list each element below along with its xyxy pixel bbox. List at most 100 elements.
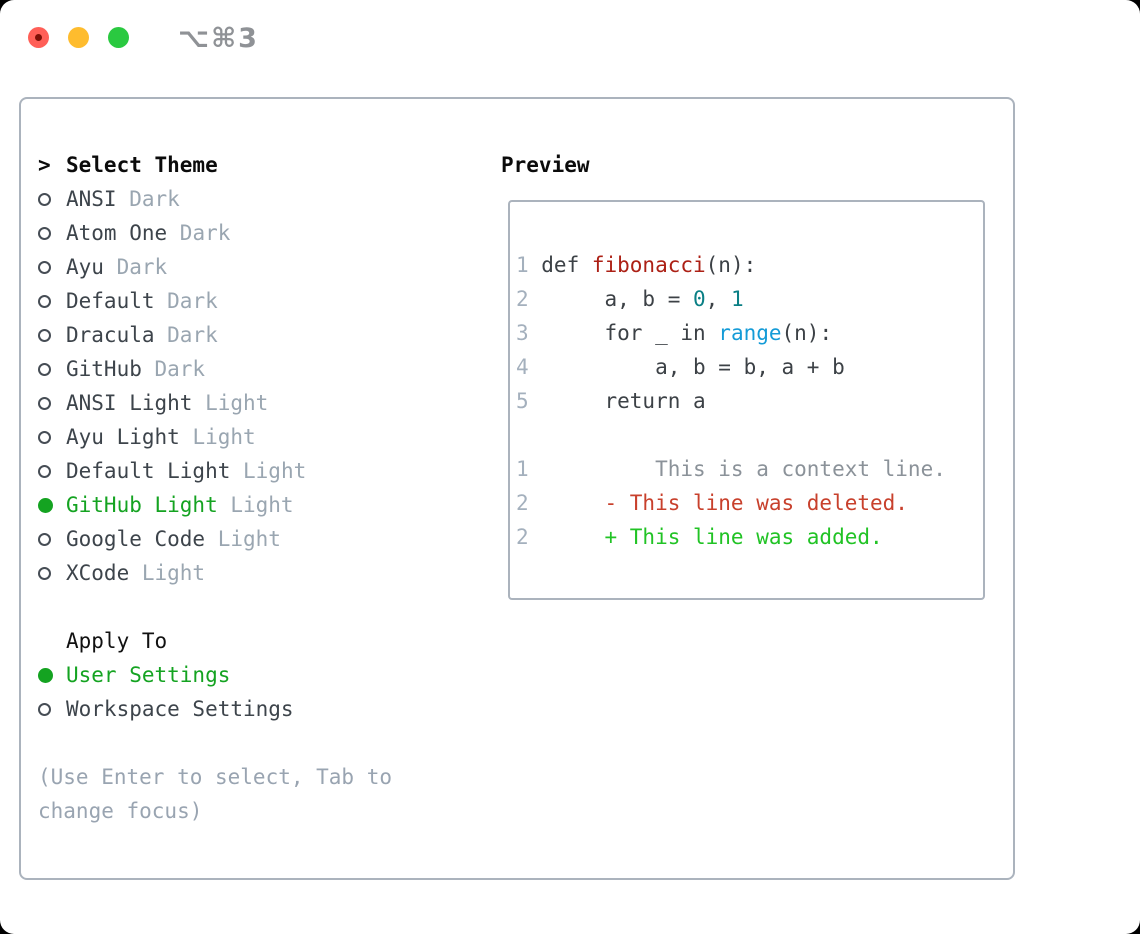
close-dot-icon xyxy=(35,34,42,41)
code-segment-deleted: - This line was deleted. xyxy=(541,491,908,515)
minimize-button[interactable] xyxy=(68,27,89,48)
radio-marker xyxy=(38,430,66,444)
option-label: Default Light Light xyxy=(66,459,306,483)
line-number: 1 xyxy=(516,457,529,481)
theme-variant: Dark xyxy=(167,221,231,245)
theme-variant: Light xyxy=(230,459,307,483)
option-label: ANSI Dark xyxy=(66,187,180,211)
theme-list: ANSI Dark Atom One Dark Ayu Dark Default… xyxy=(38,182,491,590)
code-segment-number: 1 xyxy=(730,287,744,311)
radio-marker xyxy=(38,226,66,240)
theme-variant: Dark xyxy=(154,323,218,347)
theme-option[interactable]: Default Light Light xyxy=(38,454,491,488)
theme-option[interactable]: Google Code Light xyxy=(38,522,491,556)
option-label: Dracula Dark xyxy=(66,323,218,347)
code-segment-builtin: range xyxy=(718,321,782,345)
line-number: 4 xyxy=(516,355,529,379)
code-content: def fibonacci(n): xyxy=(541,253,756,277)
theme-option[interactable]: ANSI Dark xyxy=(38,182,491,216)
theme-option[interactable]: Dracula Dark xyxy=(38,318,491,352)
code-segment-code: def xyxy=(541,253,592,277)
code-line: 2 - This line was deleted. xyxy=(516,486,983,520)
radio-icon xyxy=(38,260,51,274)
radio-icon xyxy=(38,362,51,376)
radio-marker xyxy=(38,464,66,478)
line-number: 5 xyxy=(516,389,529,413)
window-title: ⌥⌘3 xyxy=(178,23,259,54)
radio-icon xyxy=(38,192,51,206)
radio-marker xyxy=(38,396,66,410)
radio-icon xyxy=(38,497,53,513)
radio-marker xyxy=(38,667,66,683)
code-segment-code: return a xyxy=(541,389,706,413)
radio-marker xyxy=(38,294,66,308)
apply-to-option[interactable]: User Settings xyxy=(38,658,491,692)
code-line xyxy=(516,418,983,452)
code-content: + This line was added. xyxy=(541,525,882,549)
select-theme-header-row: > Select Theme xyxy=(38,148,491,182)
theme-name: Ayu Light xyxy=(66,425,180,449)
option-label: User Settings xyxy=(66,663,230,687)
theme-option[interactable]: Atom One Dark xyxy=(38,216,491,250)
theme-name: Default xyxy=(66,289,155,313)
code-segment-added: + This line was added. xyxy=(541,525,883,549)
theme-list-column: > Select Theme ANSI Dark Atom One Dark A… xyxy=(21,99,491,878)
theme-name: Ayu xyxy=(66,255,104,279)
code-line: 5 return a xyxy=(516,384,983,418)
theme-name: Dracula xyxy=(66,323,155,347)
radio-marker xyxy=(38,192,66,206)
close-button[interactable] xyxy=(28,27,49,48)
traffic-lights xyxy=(28,27,148,48)
option-label: GitHub Light Light xyxy=(66,493,294,517)
code-content: return a xyxy=(541,389,705,413)
theme-option[interactable]: XCode Light xyxy=(38,556,491,590)
theme-name: Default Light xyxy=(66,459,231,483)
theme-name: GitHub xyxy=(66,357,142,381)
radio-icon xyxy=(38,294,51,308)
preview-header-row: Preview xyxy=(501,148,1013,182)
theme-option[interactable]: Ayu Dark xyxy=(38,250,491,284)
theme-name: Atom One xyxy=(66,221,168,245)
option-label: Ayu Dark xyxy=(66,255,167,279)
radio-icon xyxy=(38,702,51,716)
radio-marker xyxy=(38,328,66,342)
radio-icon xyxy=(38,328,51,342)
code-content: for _ in range(n): xyxy=(541,321,832,345)
theme-name: ANSI Light xyxy=(66,391,193,415)
line-number: 3 xyxy=(516,321,529,345)
radio-icon xyxy=(38,532,51,546)
radio-icon xyxy=(38,464,51,478)
code-line: 1 def fibonacci(n): xyxy=(516,248,983,282)
theme-option[interactable]: Ayu Light Light xyxy=(38,420,491,454)
code-segment-code: a, b = xyxy=(541,287,693,311)
apply-to-header-row: Apply To xyxy=(38,624,491,658)
option-label: Workspace Settings xyxy=(66,697,294,721)
apply-to-option[interactable]: Workspace Settings xyxy=(38,692,491,726)
code-segment-function: fibonacci xyxy=(591,253,706,277)
code-segment-code: (n): xyxy=(781,321,833,345)
code-content: a, b = b, a + b xyxy=(541,355,845,379)
code-segment-code: for _ in xyxy=(541,321,719,345)
theme-option[interactable]: ANSI Light Light xyxy=(38,386,491,420)
theme-name: XCode xyxy=(66,561,130,585)
radio-icon xyxy=(38,566,51,580)
code-content: - This line was deleted. xyxy=(541,491,908,515)
zoom-button[interactable] xyxy=(108,27,129,48)
line-number: 2 xyxy=(516,525,529,549)
theme-option[interactable]: Default Dark xyxy=(38,284,491,318)
line-number: 1 xyxy=(516,253,529,277)
theme-variant: Light xyxy=(217,493,294,517)
apply-to-list: User Settings Workspace Settings xyxy=(38,658,491,726)
theme-option[interactable]: GitHub Light Light xyxy=(38,488,491,522)
theme-option[interactable]: GitHub Dark xyxy=(38,352,491,386)
line-number: 2 xyxy=(516,491,529,515)
theme-variant: Light xyxy=(192,391,269,415)
option-label: Atom One Dark xyxy=(66,221,230,245)
radio-marker xyxy=(38,702,66,716)
radio-marker xyxy=(38,260,66,274)
code-segment-context: This is a context line. xyxy=(541,457,946,481)
code-line: 3 for _ in range(n): xyxy=(516,316,983,350)
theme-variant: Dark xyxy=(154,289,218,313)
